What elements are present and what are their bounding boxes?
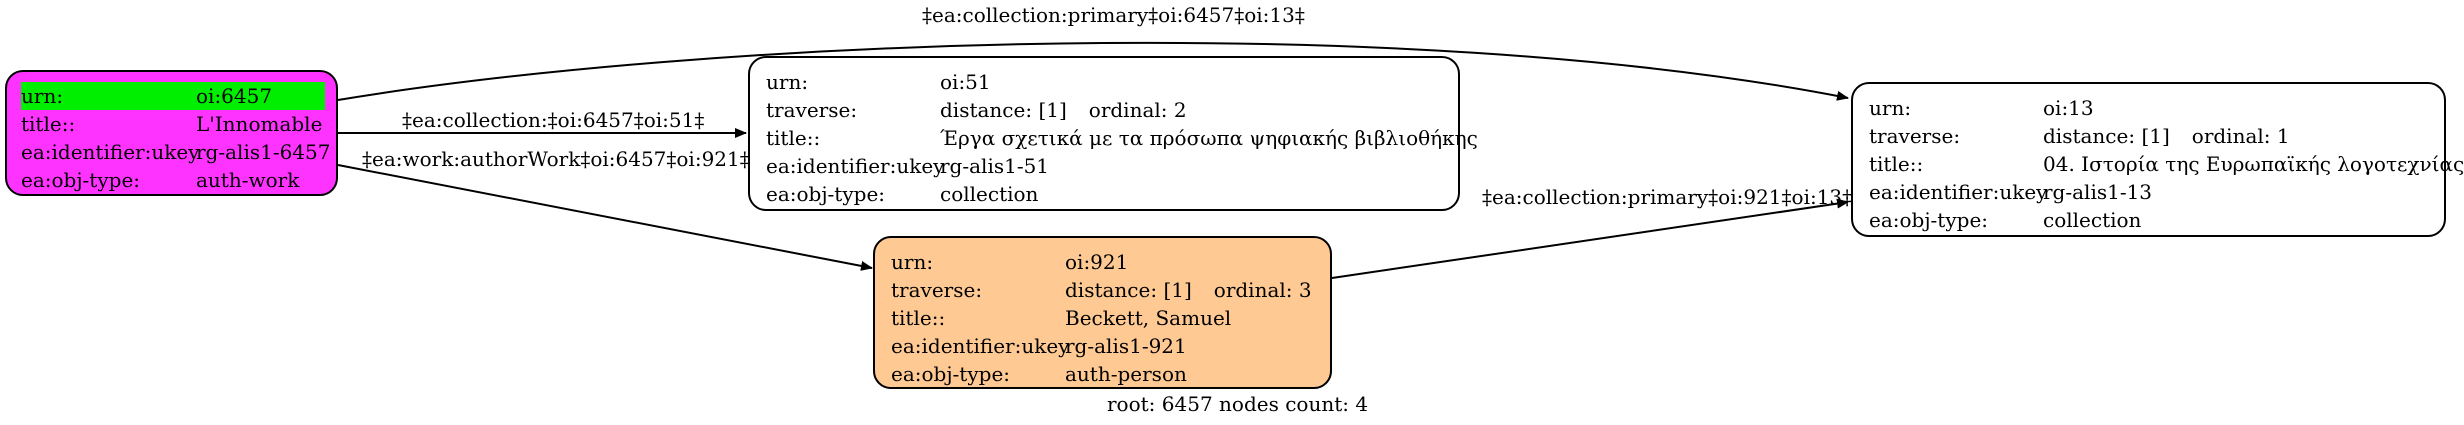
row-key: traverse: bbox=[766, 98, 858, 122]
row-value: distance: [1] bbox=[2043, 124, 2170, 148]
row-value-ordinal: ordinal: 1 bbox=[2191, 124, 2290, 148]
row-value-ordinal: ordinal: 2 bbox=[1088, 98, 1187, 122]
row-value: 04. Ιστορία της Ευρωπαϊκής λογοτεχνίας bbox=[2043, 152, 2464, 176]
row-key: ea:identifier:ukey bbox=[1869, 180, 2048, 204]
graph-footer: root: 6457 nodes count: 4 bbox=[1107, 392, 1369, 416]
row-key: ea:obj-type: bbox=[1869, 208, 1989, 232]
node-oi-921[interactable]: urn: oi:921 traverse: distance: [1] ordi… bbox=[873, 236, 1332, 389]
node-row-ukey: ea:identifier:ukey rg-alis1-51 bbox=[766, 152, 1458, 180]
row-key: ea:identifier:ukey bbox=[766, 154, 945, 178]
row-value: Έργα σχετικά με τα πρόσωπα ψηφιακής βιβλ… bbox=[940, 126, 1478, 150]
node-row-title: title:: L'Innomable bbox=[21, 110, 336, 138]
row-value: rg-alis1-51 bbox=[940, 154, 1050, 178]
row-key: title:: bbox=[1869, 152, 1924, 176]
row-value: collection bbox=[940, 182, 1039, 206]
row-key: title:: bbox=[766, 126, 821, 150]
row-key: urn: bbox=[1869, 96, 1912, 120]
row-key: ea:identifier:ukey bbox=[21, 140, 200, 164]
node-row-title: title:: 04. Ιστορία της Ευρωπαϊκής λογοτ… bbox=[1869, 150, 2464, 178]
edge-label-6457-51: ‡ea:collection:‡oi:6457‡oi:51‡ bbox=[402, 108, 705, 132]
node-oi-13[interactable]: urn: oi:13 traverse: distance: [1] ordin… bbox=[1851, 82, 2464, 237]
node-row-ukey: ea:identifier:ukey rg-alis1-13 bbox=[1869, 178, 2444, 206]
row-value: oi:6457 bbox=[196, 82, 325, 110]
row-value: rg-alis1-921 bbox=[1065, 334, 1187, 358]
node-row-urn: urn: oi:6457 bbox=[21, 82, 336, 110]
row-key: title:: bbox=[891, 306, 946, 330]
node-row-title: title:: Beckett, Samuel bbox=[891, 304, 1330, 332]
row-key: urn: bbox=[891, 250, 934, 274]
node-row-urn: urn: oi:51 bbox=[766, 68, 1458, 96]
row-key: traverse: bbox=[1869, 124, 1961, 148]
node-row-traverse: traverse: distance: [1] ordinal: 1 bbox=[1869, 122, 2444, 150]
edge-6457-13 bbox=[337, 41, 1849, 101]
row-value: oi:13 bbox=[2043, 96, 2094, 120]
row-key: title:: bbox=[21, 112, 76, 136]
node-row-urn: urn: oi:13 bbox=[1869, 94, 2444, 122]
row-value: distance: [1] bbox=[940, 98, 1067, 122]
edge-6457-921 bbox=[337, 164, 873, 271]
row-value: rg-alis1-13 bbox=[2043, 180, 2153, 204]
node-oi-51[interactable]: urn: oi:51 traverse: distance: [1] ordin… bbox=[748, 56, 1478, 211]
node-root-6457[interactable]: urn: oi:6457 title:: L'Innomable ea:iden… bbox=[5, 70, 338, 196]
node-row-objtype: ea:obj-type: auth-person bbox=[891, 360, 1330, 388]
edge-label-921-13: ‡ea:collection:primary‡oi:921‡oi:13‡ bbox=[1482, 185, 1853, 209]
edge-label-6457-921: ‡ea:work:authorWork‡oi:6457‡oi:921‡ bbox=[362, 147, 750, 171]
node-row-traverse: traverse: distance: [1] ordinal: 2 bbox=[766, 96, 1458, 124]
row-key: ea:identifier:ukey bbox=[891, 334, 1070, 358]
row-key: ea:obj-type: bbox=[21, 168, 141, 192]
row-key: urn: bbox=[766, 70, 809, 94]
row-value: rg-alis1-6457 bbox=[196, 140, 331, 164]
node-row-objtype: ea:obj-type: auth-work bbox=[21, 166, 336, 194]
row-value: collection bbox=[2043, 208, 2142, 232]
row-value: auth-person bbox=[1065, 362, 1187, 386]
row-value: oi:51 bbox=[940, 70, 991, 94]
node-row-objtype: ea:obj-type: collection bbox=[1869, 206, 2444, 234]
row-value-ordinal: ordinal: 3 bbox=[1213, 278, 1312, 302]
node-row-objtype: ea:obj-type: collection bbox=[766, 180, 1458, 208]
row-value: L'Innomable bbox=[196, 112, 323, 136]
row-value: oi:921 bbox=[1065, 250, 1129, 274]
edge-label-6457-13: ‡ea:collection:primary‡oi:6457‡oi:13‡ bbox=[922, 3, 1305, 27]
row-key: traverse: bbox=[891, 278, 983, 302]
row-value: Beckett, Samuel bbox=[1065, 306, 1232, 330]
row-key: ea:obj-type: bbox=[766, 182, 886, 206]
row-key: ea:obj-type: bbox=[891, 362, 1011, 386]
node-row-ukey: ea:identifier:ukey rg-alis1-921 bbox=[891, 332, 1330, 360]
row-value: auth-work bbox=[196, 168, 300, 192]
node-row-ukey: ea:identifier:ukey rg-alis1-6457 bbox=[21, 138, 336, 166]
node-row-title: title:: Έργα σχετικά με τα πρόσωπα ψηφια… bbox=[766, 124, 1478, 152]
row-value: distance: [1] bbox=[1065, 278, 1192, 302]
node-row-traverse: traverse: distance: [1] ordinal: 3 bbox=[891, 276, 1330, 304]
node-row-urn: urn: oi:921 bbox=[891, 248, 1330, 276]
edge-921-13 bbox=[1331, 198, 1849, 279]
row-key: urn: bbox=[21, 82, 196, 110]
